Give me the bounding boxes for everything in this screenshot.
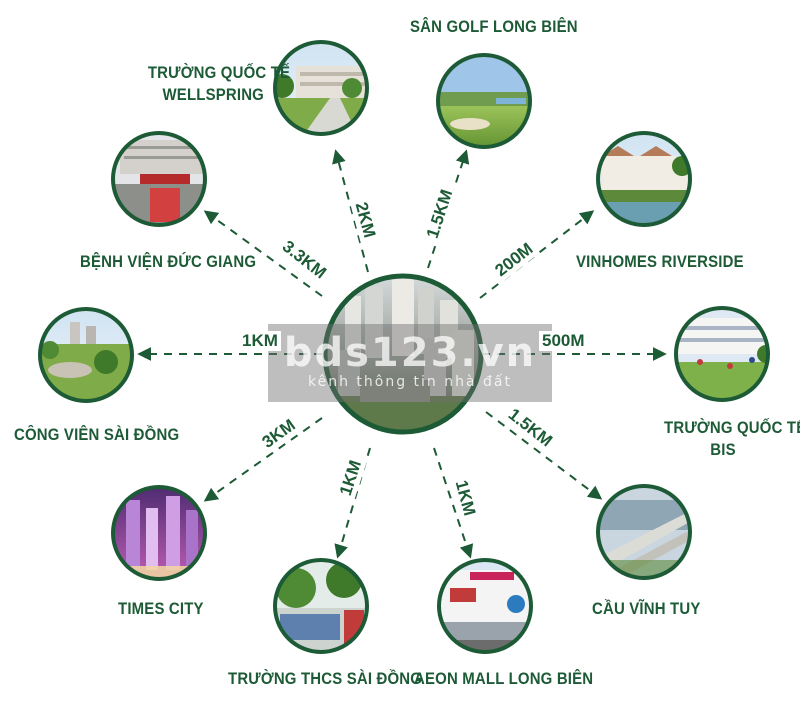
arrow-timescity [203, 417, 323, 502]
label-thcs: TRƯỜNG THCS SÀI ĐỒNG [228, 669, 423, 688]
center-ring [322, 273, 484, 435]
schoolyard-photo [275, 560, 367, 652]
distance-saidongpark: 1KM [239, 331, 281, 351]
label-vinhomes: VINHOMES RIVERSIDE [576, 252, 744, 271]
golf-course-photo [438, 55, 530, 147]
label-bis: TRƯỜNG QUỐC TẾ BIS [664, 417, 800, 461]
label-bis-line1: TRƯỜNG QUỐC TẾ [664, 418, 800, 437]
bridge-photo [598, 486, 690, 578]
arrow-aeon [433, 447, 474, 559]
watermark: bds123.vn kênh thông tin nhà đất [268, 324, 552, 402]
label-aeon: AEON MALL LONG BIÊN [414, 669, 594, 688]
city-night-photo [113, 487, 205, 579]
label-wellspring: TRƯỜNG QUỐC TẾ WELLSPRING [147, 62, 291, 106]
label-saidongpark: CÔNG VIÊN SÀI ĐỒNG [14, 425, 180, 444]
label-timescity: TIMES CITY [118, 599, 204, 618]
watermark-main: bds123.vn [283, 330, 537, 376]
label-bis-line2: BIS [710, 440, 736, 459]
school-field-photo [676, 308, 768, 400]
hospital-photo [113, 133, 205, 225]
shopping-mall-photo [439, 560, 531, 652]
distance-bis: 500M [539, 331, 588, 351]
label-wellspring-line1: TRƯỜNG QUỐC TẾ [147, 63, 291, 82]
label-vinhtuy: CẦU VĨNH TUY [592, 599, 701, 618]
park-photo [40, 309, 132, 401]
watermark-sub: kênh thông tin nhà đất [308, 374, 512, 390]
label-wellspring-line2: WELLSPRING [162, 85, 264, 104]
label-golf: SÂN GOLF LONG BIÊN [410, 17, 578, 36]
label-ducgiang: BỆNH VIỆN ĐỨC GIANG [80, 252, 257, 271]
